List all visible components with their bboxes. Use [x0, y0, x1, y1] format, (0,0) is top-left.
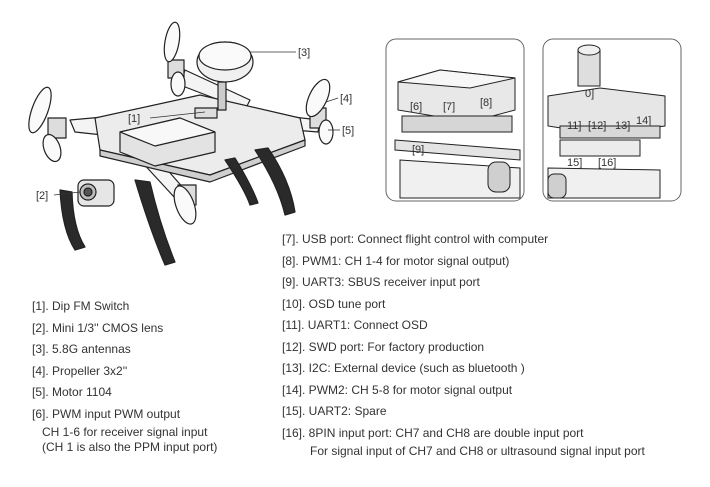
legend-item-4: [4]. Propeller 3x2''	[32, 363, 128, 378]
callout-15: 15]	[567, 157, 582, 169]
motor-rear-right	[305, 78, 334, 145]
legend-item-7: [7]. USB port: Connect flight control wi…	[282, 232, 549, 246]
legend-item-15: [15]. UART2: Spare	[282, 404, 387, 418]
callout-3: [3]	[298, 47, 310, 59]
legend-item-12: [12]. SWD port: For factory production	[282, 339, 485, 354]
callout-10: 0]	[585, 88, 594, 100]
motor-rear-left	[163, 21, 186, 97]
legend-item-3: [3]. 5.8G antennas	[32, 342, 131, 356]
legend-right: [7]. USB port: Connect flight control wi…	[282, 229, 645, 459]
legend-item-14: [14]. PWM2: CH 5-8 for motor signal outp…	[282, 382, 513, 397]
legend-item-10: [10]. OSD tune port	[282, 296, 386, 311]
callout-6: [6]	[410, 101, 422, 113]
callout-7: [7]	[443, 101, 455, 113]
legend-item-8: [8]. PWM1: CH 1-4 for motor signal outpu…	[282, 253, 510, 268]
legend-item-13: [13]. I2C: External device (such as blue…	[282, 361, 525, 375]
legend-item-6-line2: CH 1-6 for receiver signal input	[42, 425, 208, 439]
legend-item-6-line3: (CH 1 is also the PPM input port)	[42, 440, 218, 454]
callout-9: [9]	[412, 144, 424, 156]
legend-left: [1]. Dip FM Switch [2]. Mini 1/3'' CMOS …	[32, 296, 217, 455]
legend-item-11: [11]. UART1: Connect OSD	[282, 318, 428, 332]
callout-8: [8]	[480, 97, 492, 109]
callout-16: [16]	[598, 157, 616, 169]
motor-front-left	[28, 86, 67, 163]
legend-item-9: [9]. UART3: SBUS receiver input port	[282, 275, 480, 289]
legend-item-6: [6]. PWM input PWM output	[32, 406, 181, 421]
motor-front-right	[173, 184, 197, 225]
legend-item-16: [16]. 8PIN input port: CH7 and CH8 are d…	[282, 425, 584, 440]
callout-1: [1]	[128, 113, 140, 125]
legend-item-5: [5]. Motor 1104	[32, 385, 112, 399]
detail-panel-left: [6] [7] [8] [9]	[385, 38, 525, 202]
callout-14: 14]	[636, 115, 651, 127]
callout-5: [5]	[342, 125, 354, 137]
callout-12: [12]	[588, 120, 606, 132]
callout-4: [4]	[340, 93, 352, 105]
callout-11: 11]	[567, 120, 581, 132]
legend-item-1: [1]. Dip FM Switch	[32, 299, 130, 313]
callout-13: 13]	[615, 120, 630, 132]
callout-2: [2]	[36, 190, 48, 202]
detail-panel-right: 0] 11] [12] 13] 14] 15] [16]	[542, 38, 682, 202]
drone-illustration	[28, 21, 334, 266]
legend-item-16-line2: For signal input of CH7 and CH8 or ultra…	[310, 444, 645, 458]
legend-item-2: [2]. Mini 1/3'' CMOS lens	[32, 320, 164, 335]
